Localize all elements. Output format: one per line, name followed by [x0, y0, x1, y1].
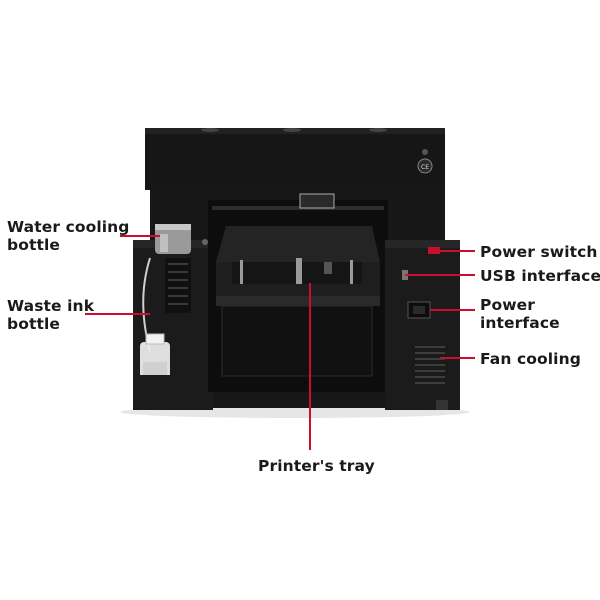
power-socket-pins [413, 306, 425, 314]
label-power-interface: Power interface [480, 296, 560, 332]
lid-screw [283, 128, 301, 132]
label-waste-ink-bottle: Waste ink bottle [7, 297, 95, 333]
tray-sensor [324, 262, 332, 274]
lower-cavity [221, 305, 373, 377]
carriage-bracket [299, 193, 335, 209]
label-usb-interface: USB interface [480, 267, 600, 285]
right-unit-top [385, 240, 460, 248]
left-vent-grille [168, 263, 188, 305]
tray-rods [240, 258, 353, 284]
printer-foot [436, 400, 448, 410]
label-fan-cooling: Fan cooling [480, 350, 581, 368]
waste-bottle-cap [145, 333, 165, 345]
ce-mark-text: CE [421, 164, 429, 171]
fan-grille [415, 346, 445, 384]
label-printers-tray: Printer's tray [258, 457, 375, 475]
bolt [202, 239, 208, 245]
lid-screw [369, 128, 387, 132]
printer-lid [145, 128, 445, 190]
gantry-rail [212, 206, 384, 210]
lid-indicator [422, 149, 428, 155]
lid-screw [201, 128, 219, 132]
leader-lines [85, 235, 475, 450]
waste-bottle-holder [133, 375, 178, 410]
power-switch [428, 247, 440, 254]
bottle-cap [155, 224, 191, 230]
tray-base [216, 296, 380, 306]
bottle-highlight [160, 234, 168, 252]
label-water-cooling-bottle: Water cooling bottle [7, 218, 130, 254]
label-power-switch: Power switch [480, 243, 598, 261]
printer-tray [216, 226, 380, 262]
ce-mark-icon [417, 158, 433, 174]
right-side-unit [385, 240, 460, 410]
